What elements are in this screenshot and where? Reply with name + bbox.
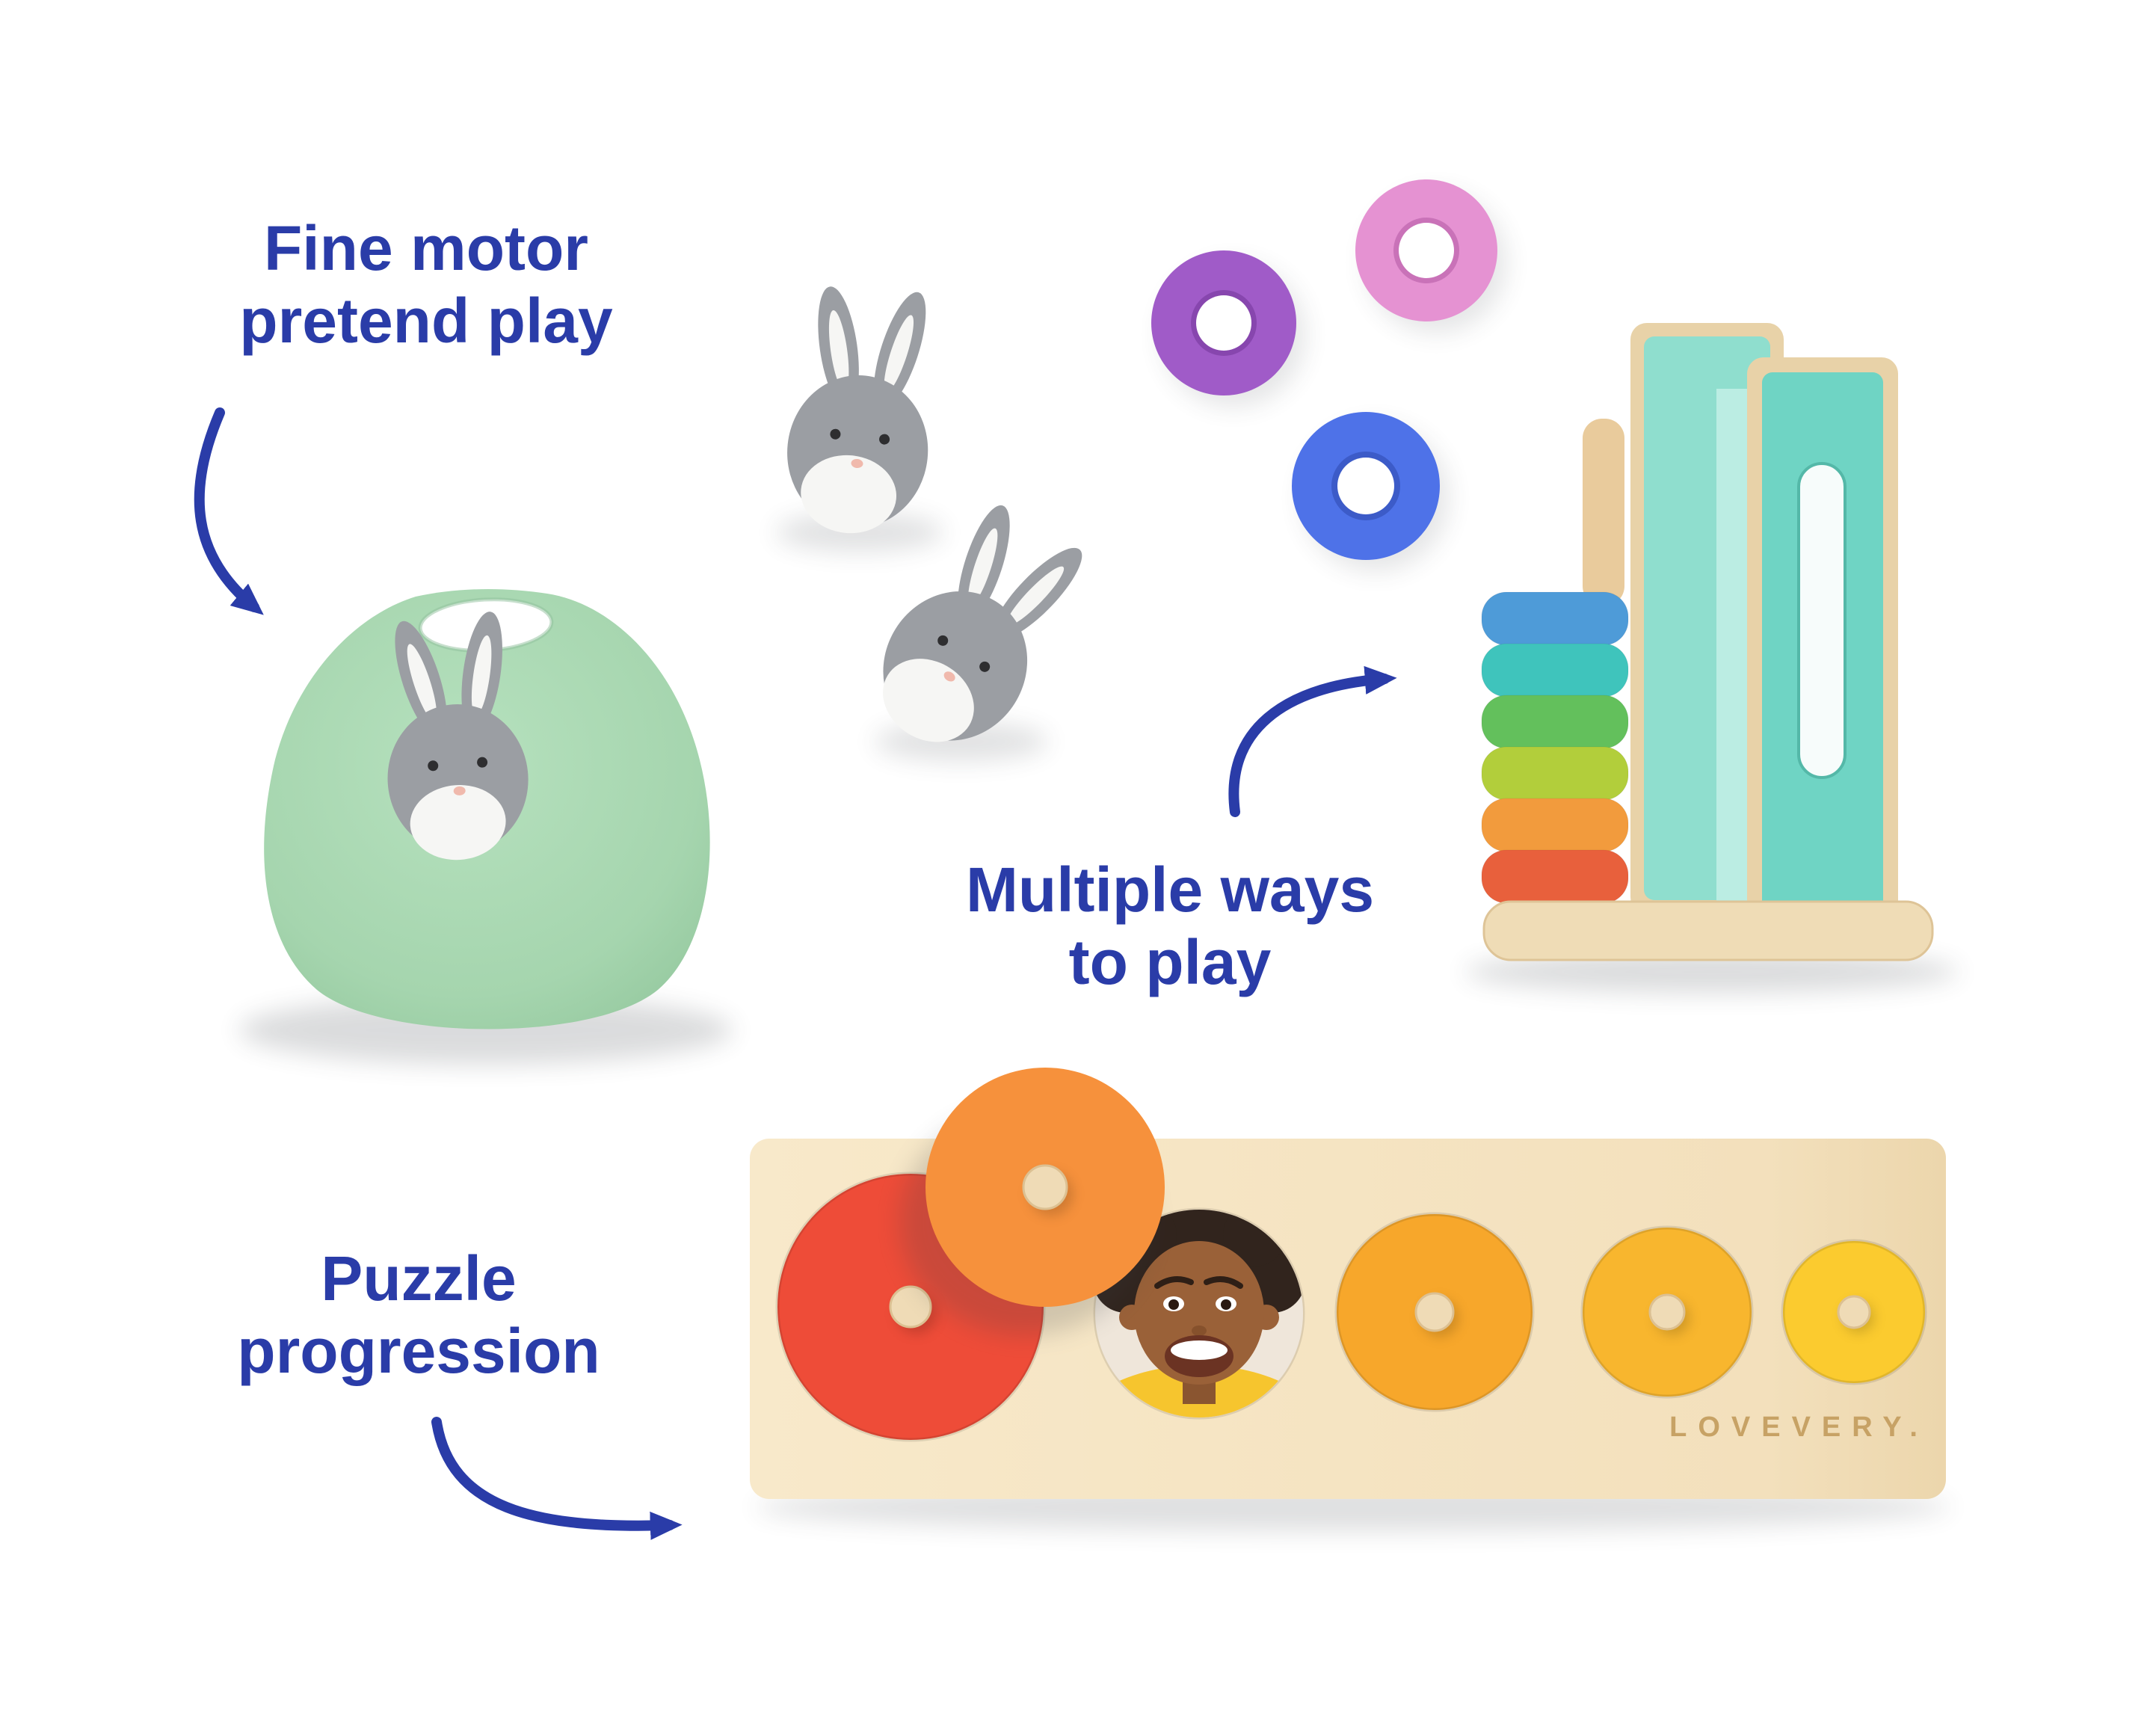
label-multiple-ways-to-play: Multiple ways to play: [882, 854, 1458, 1000]
label-fine-motor-pretend-play: Fine motor pretend play: [187, 212, 665, 358]
ring-hole: [1196, 295, 1251, 351]
bunny-nose: [943, 671, 955, 682]
bunny-ear-inner: [471, 635, 492, 715]
child-brow: [1154, 1276, 1194, 1289]
bunny-eye: [830, 428, 841, 440]
label-line: to play: [1068, 927, 1272, 998]
loose-rings: [1151, 179, 1497, 560]
puzzle-peg: [1022, 1164, 1068, 1210]
child-face: [1134, 1241, 1264, 1385]
child-nose: [1192, 1326, 1207, 1336]
stacker-ring-red: [1481, 849, 1629, 904]
bunny-muzzle: [410, 785, 506, 861]
bunny-eye: [937, 635, 949, 646]
bunny-ear-inner: [1006, 566, 1065, 626]
arrow-multiple-ways: [1228, 665, 1397, 817]
ring-hole: [1399, 223, 1454, 278]
label-line: Fine motor: [264, 213, 588, 283]
child-teeth: [1171, 1340, 1228, 1360]
wooden-stacker: [1481, 323, 1934, 961]
stacker-ring-orange: [1481, 798, 1629, 852]
puzzle-circle-yellow-3: [1781, 1239, 1927, 1385]
puzzle-circle-yellow-1: [1334, 1212, 1535, 1412]
arrow-fine-motor: [194, 407, 264, 615]
arrow-puzzle-progression: [431, 1417, 683, 1540]
label-line: Multiple ways: [965, 855, 1375, 925]
puzzle-circle-yellow-2: [1580, 1225, 1754, 1399]
puzzle-peg: [889, 1285, 932, 1329]
felt-bunny-1: [787, 286, 928, 534]
child-pupil: [1221, 1299, 1231, 1310]
bunny-ear-inner: [967, 528, 998, 606]
stacker-ring-green: [1481, 695, 1629, 749]
puzzle-peg: [1648, 1293, 1686, 1331]
ring-pink: [1355, 179, 1497, 321]
bunny-ear-inner: [407, 644, 437, 721]
puzzle-peg: [1837, 1295, 1871, 1329]
label-puzzle-progression: Puzzle progression: [172, 1243, 665, 1388]
label-line: progression: [237, 1316, 600, 1387]
ring-blue: [1292, 412, 1440, 560]
ring-purple: [1151, 250, 1296, 395]
stacker-ring-teal: [1481, 643, 1629, 698]
child-brow: [1204, 1276, 1243, 1289]
child-pupil: [1168, 1299, 1179, 1310]
bunny-eye: [428, 760, 439, 772]
stacker-base: [1482, 900, 1934, 961]
bunny-ear-inner: [828, 310, 849, 390]
stacker-ring-lime: [1481, 746, 1629, 801]
bunny-eye: [979, 661, 991, 672]
felt-bunny-2: [883, 505, 1082, 742]
bunny-eye: [477, 757, 488, 768]
stacker-ring-blue: [1481, 591, 1629, 646]
brand-logo-lovevery: LOVEVERY.: [1669, 1411, 1929, 1443]
stacker-slot: [1797, 462, 1847, 779]
ring-hole: [1337, 458, 1394, 514]
stacker-ring-stack: [1481, 591, 1629, 904]
stacker-shadow: [1465, 951, 1959, 993]
annotation-arrows: [194, 407, 1397, 1540]
puzzle-peg: [1414, 1292, 1455, 1332]
bunny-ear-inner: [884, 315, 914, 392]
felt-bag: [264, 589, 710, 1029]
bunny-muzzle: [801, 455, 897, 534]
label-line: pretend play: [239, 286, 613, 357]
puzzle-board: [750, 1068, 1946, 1499]
stacker-front-panel: [1747, 357, 1898, 927]
stacker-post: [1583, 419, 1624, 606]
puzzle-circle-orange-lifted: [900, 1068, 1165, 1335]
bunny-in-bag: [387, 612, 529, 861]
bunny-nose: [453, 786, 466, 795]
bunny-nose: [851, 458, 863, 468]
label-line: Puzzle: [321, 1243, 517, 1314]
bunny-eye: [879, 434, 890, 445]
